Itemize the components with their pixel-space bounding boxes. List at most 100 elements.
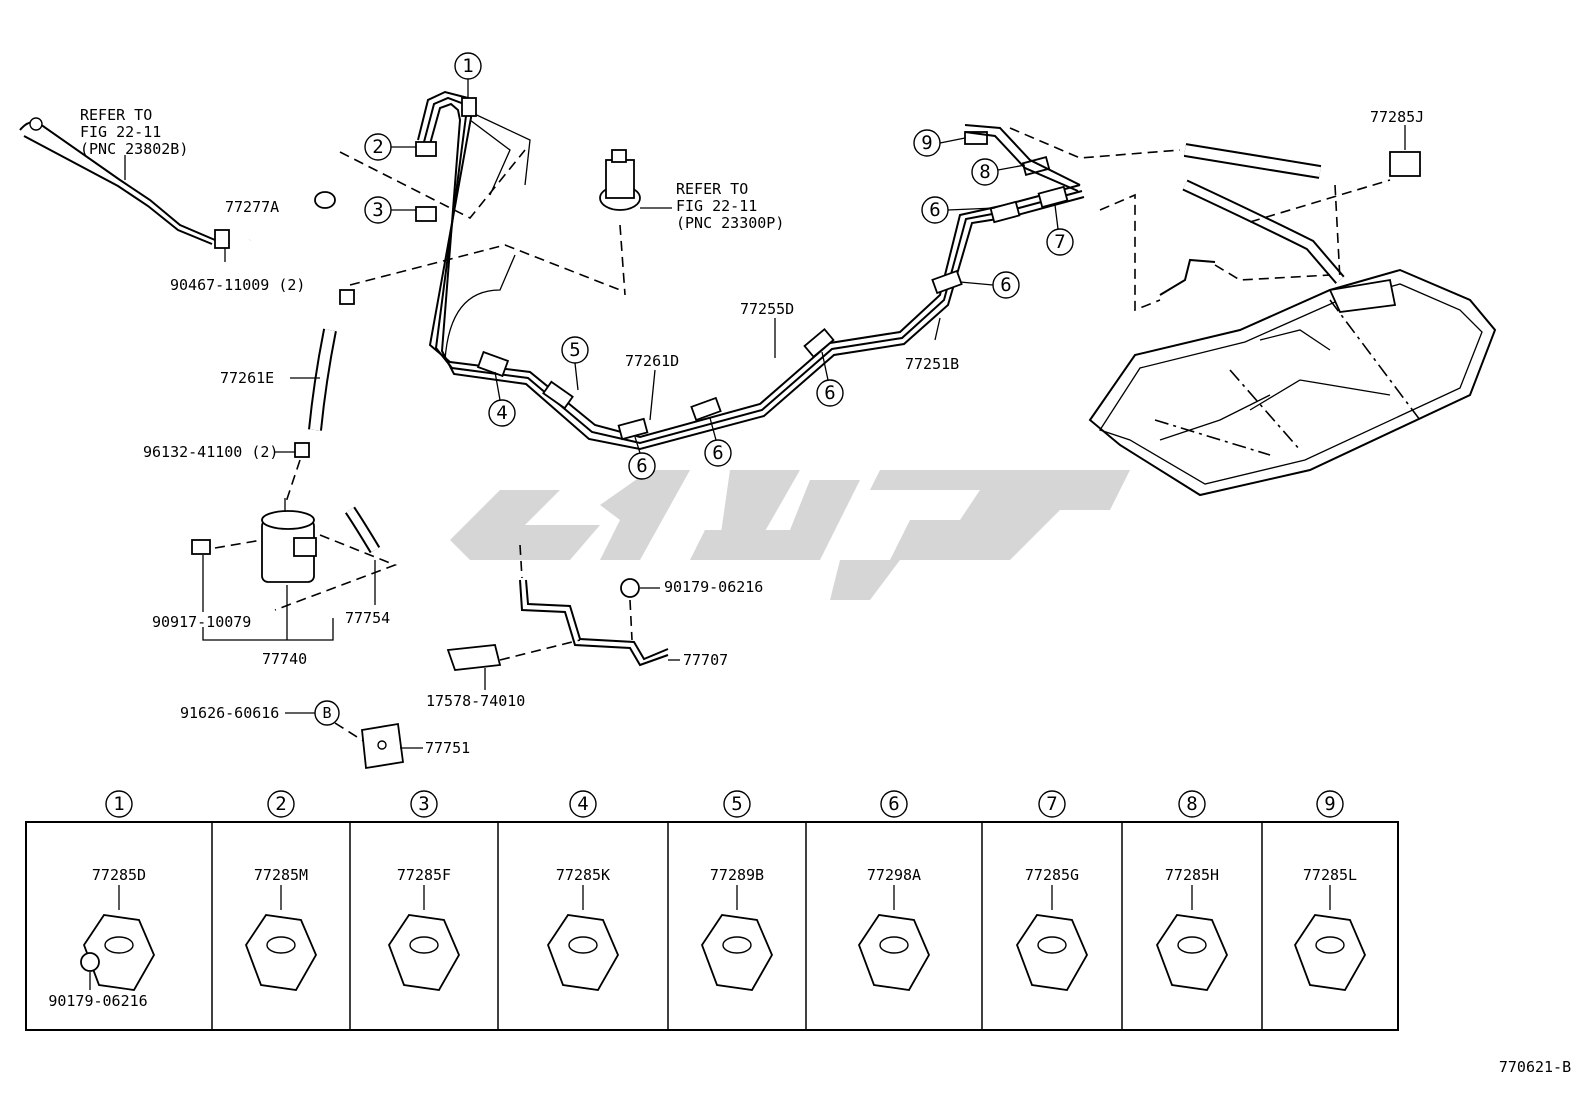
- callout-1: 1: [462, 55, 473, 77]
- clamp-hole: [1037, 936, 1067, 954]
- clamp-hole: [409, 936, 439, 954]
- dash-link-9: [629, 599, 633, 641]
- clamp-part-number: 77298A: [867, 866, 921, 884]
- clamp-index-circle: [1316, 790, 1344, 818]
- clamp-index: 7: [1046, 793, 1057, 815]
- label-77751: 77751: [425, 739, 470, 757]
- hose-77277A[interactable]: [247, 191, 336, 245]
- refer-pump-line3: (PNC 23300P): [676, 214, 784, 232]
- label-90179-top: 90179-06216: [664, 578, 763, 596]
- fuel-tank[interactable]: [1088, 268, 1497, 497]
- label-77251B: 77251B: [905, 355, 959, 373]
- canister-77740[interactable]: [261, 498, 317, 583]
- upper-hose-9[interactable]: [964, 124, 1081, 186]
- clamp-hole: [879, 936, 909, 954]
- evap-hose-assembly[interactable]: [19, 117, 230, 249]
- callout-2: 2: [372, 136, 383, 158]
- label-77754: 77754: [345, 609, 390, 627]
- clamp-index-circle: [410, 790, 438, 818]
- label-77255D: 77255D: [740, 300, 794, 318]
- diagram-callouts: 1 2 3 4 5 6 6 6 6 6 7 8 9: [364, 52, 1074, 480]
- clamp-index-circle: [569, 790, 597, 818]
- valve-90917[interactable]: [191, 539, 211, 555]
- clamp-index-circle: [723, 790, 751, 818]
- clamp-nut[interactable]: [80, 952, 100, 972]
- label-77740: 77740: [262, 650, 307, 668]
- callout-6c: 6: [824, 382, 835, 404]
- clamp-index-circle: [1178, 790, 1206, 818]
- callout-8: 8: [979, 161, 990, 183]
- bundle-clamps[interactable]: [415, 97, 1069, 441]
- dash-link-11: [1009, 127, 1181, 159]
- refer-evap-line3: (PNC 23802B): [80, 140, 188, 158]
- nut-90179[interactable]: [620, 578, 640, 598]
- callout-9: 9: [921, 132, 932, 154]
- label-77261E: 77261E: [220, 369, 274, 387]
- clamp-part-number: 77285M: [254, 866, 308, 884]
- clamp-table: 1 77285D 90179-06216 2 77285M 3 77285F 4 77285K 5…: [25, 790, 1399, 1031]
- figure-code: 770621-B: [1499, 1058, 1571, 1076]
- clamp-index-circle: [267, 790, 295, 818]
- clamp-hole: [722, 936, 752, 954]
- clamp-index: 5: [731, 793, 742, 815]
- dash-link-8: [519, 544, 523, 579]
- clamp-part-number: 77285L: [1303, 866, 1357, 884]
- dash-link-4: [284, 459, 301, 506]
- leader-77261D: [649, 369, 656, 421]
- label-77285J: 77285J: [1370, 108, 1424, 126]
- leader-77251B: [934, 317, 941, 341]
- upper-hose-9b[interactable]: [964, 131, 1079, 192]
- hose-77261E[interactable]: [308, 289, 355, 431]
- clamp-part-number: 77285K: [556, 866, 610, 884]
- clamp-index: 1: [113, 793, 124, 815]
- fuel-line-bundle[interactable]: [417, 90, 1085, 451]
- clamp-extra-part: 90179-06216: [48, 992, 147, 1010]
- refer-evap-line1: REFER TO: [80, 106, 152, 124]
- clamp-index: 9: [1324, 793, 1335, 815]
- clamp-part-number: 77285D: [92, 866, 146, 884]
- clamp-part-number: 77285G: [1025, 866, 1079, 884]
- watermark-logo: [450, 470, 1130, 600]
- clamp-hole: [568, 936, 598, 954]
- clamp-hole: [1177, 936, 1207, 954]
- clamp-part-number: 77289B: [710, 866, 764, 884]
- refer-pump-line2: FIG 22-11: [676, 197, 757, 215]
- label-77261D: 77261D: [625, 352, 679, 370]
- callout-6b: 6: [712, 442, 723, 464]
- dash-link-15: [1334, 184, 1341, 281]
- clamp-index: 2: [275, 793, 286, 815]
- label-77277A: 77277A: [225, 198, 279, 216]
- hose-77754[interactable]: [345, 506, 381, 554]
- label-90917: 90917-10079: [152, 613, 251, 631]
- dash-link-13: [1214, 264, 1331, 281]
- callout-6e: 6: [929, 199, 940, 221]
- callout-B-text: B: [322, 704, 331, 722]
- pipe-77707[interactable]: [519, 579, 669, 667]
- clamp-hole: [1315, 936, 1345, 954]
- tank-centerlines: [1154, 299, 1421, 456]
- clamp-index-circle: [1038, 790, 1066, 818]
- clamp-part-number: 77285H: [1165, 866, 1219, 884]
- clamp-index: 6: [888, 793, 899, 815]
- label-77707: 77707: [683, 651, 728, 669]
- dash-link-2: [349, 244, 621, 291]
- callout-4: 4: [496, 402, 507, 424]
- callout-7: 7: [1054, 231, 1065, 253]
- dash-link-10: [499, 639, 581, 661]
- clamp-hole: [266, 936, 296, 954]
- clip-96132[interactable]: [294, 442, 310, 458]
- dash-link-14: [1249, 179, 1391, 223]
- clamp-table-frame: [25, 821, 1399, 1031]
- callout-5: 5: [569, 339, 580, 361]
- clamp-index: 3: [418, 793, 429, 815]
- fuel-pump-ref[interactable]: [599, 149, 641, 211]
- tank-hoses[interactable]: [1159, 143, 1345, 296]
- clamp-index: 4: [577, 793, 588, 815]
- bracket-17578[interactable]: [446, 644, 502, 671]
- callout-6d: 6: [1000, 274, 1011, 296]
- clamp-part-number: 77285F: [397, 866, 451, 884]
- clamp-77285J[interactable]: [1389, 151, 1421, 177]
- bracket-77751[interactable]: [361, 722, 405, 770]
